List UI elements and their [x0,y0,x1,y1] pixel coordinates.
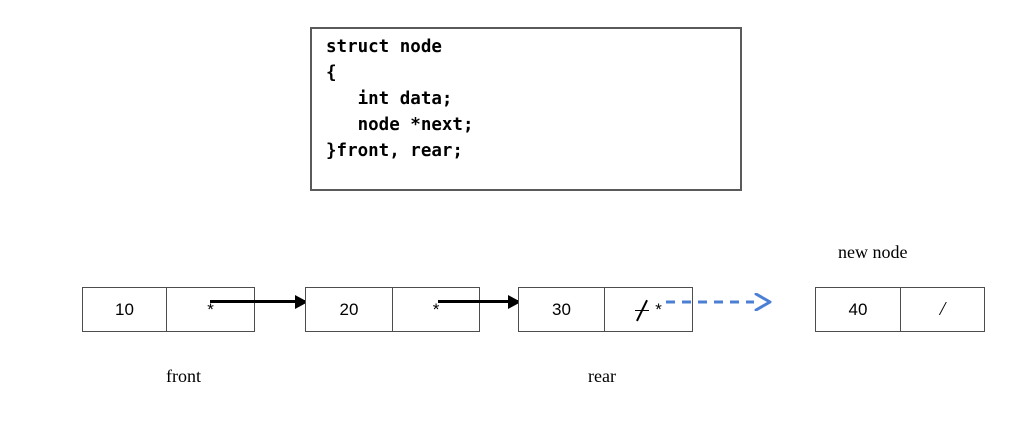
label-new-node: new node [838,242,908,262]
node-pointer-symbol: * [655,300,662,319]
node-data-cell: 20 [339,299,359,319]
new-link-dashed-arrow [666,293,774,311]
label-rear: rear [588,366,616,386]
link-arrow-second-to-rear [438,294,521,309]
node-data-cell: 30 [552,299,571,319]
link-arrow-front-to-second [210,294,308,309]
node-data-cell: 40 [848,299,868,319]
arrow-head-icon [508,294,521,309]
arrow-head-icon [295,294,308,309]
struct-code-box: struct node { int data; node *next; }fro… [310,27,742,191]
node-pointer-cell: * [166,288,254,331]
node-data-cell: 10 [115,299,134,319]
list-node-new: 40 / [815,287,985,332]
list-node-second: 20 * [305,287,480,332]
cross-out-icon [635,299,650,321]
struct-code-text: struct node { int data; node *next; }fro… [326,37,474,161]
null-pointer-symbol: / [939,298,946,320]
list-node-rear: 30 * [518,287,693,332]
node-pointer-cell-crossed: * [604,288,692,331]
node-pointer-cell: * [392,288,479,331]
label-front: front [166,366,201,386]
list-node-front: 10 * [82,287,255,332]
node-pointer-cell-null: / [900,288,984,331]
